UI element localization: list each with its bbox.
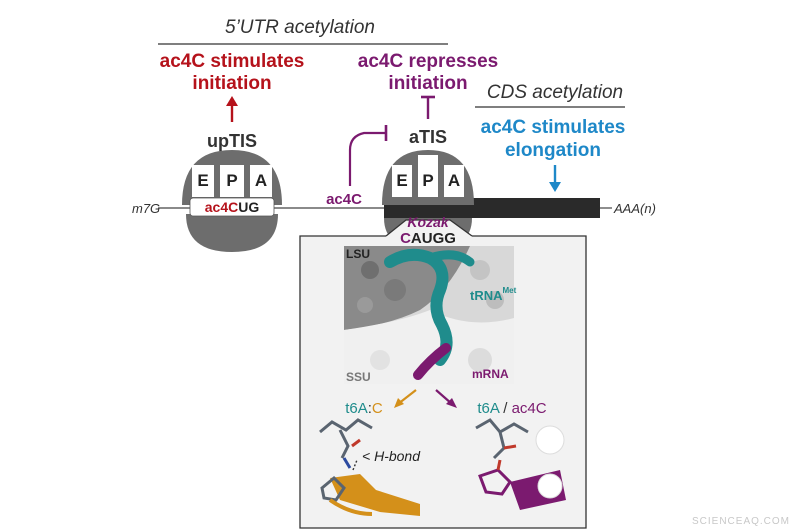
cryoem-structure-image <box>344 246 514 384</box>
annotated-site-label: aTIS <box>409 127 447 147</box>
mrna-structure-label: mRNA <box>472 367 509 381</box>
trna-label-main: tRNA <box>470 288 503 303</box>
left-split-arrow-icon <box>394 389 417 408</box>
right-pair-ac4c: ac4C <box>512 400 547 417</box>
upstream-codon-rest: UG <box>238 199 259 215</box>
kozak-sequence: CAUGG <box>400 230 456 247</box>
upstream-effect-line2: initiation <box>192 73 271 94</box>
stimulate-arrow-icon <box>226 96 238 122</box>
right-pair-sep: / <box>499 400 512 417</box>
mrna-polya-tail-label: AAA(n) <box>613 201 656 216</box>
right-pair-label: t6A / ac4C <box>477 400 546 417</box>
upstream-codon: ac4CUG <box>205 199 260 215</box>
lsu-label: LSU <box>346 247 370 261</box>
trna-label: tRNAMet <box>470 286 517 303</box>
annotated-effect-line1: ac4C represses <box>358 51 499 72</box>
mrna-cap-label: m7G <box>132 201 160 216</box>
right-pair-t6a: t6A <box>477 400 500 417</box>
left-pair-c: C <box>372 400 383 417</box>
utr-acetylation-title: 5’UTR acetylation <box>225 17 375 38</box>
annotated-ac4c-label: ac4C <box>326 191 362 208</box>
repress-bar-icon <box>421 95 435 119</box>
upstream-effect-line1: ac4C stimulates <box>160 51 305 72</box>
left-pair-label: t6A:C <box>345 400 383 417</box>
annotated-p-site: P <box>422 171 433 190</box>
right-split-arrow-icon <box>435 389 457 408</box>
annotated-a-site: A <box>448 171 460 190</box>
upstream-a-site: A <box>255 171 267 190</box>
repress-inhibition-arrow-icon <box>348 125 388 186</box>
left-molecular-model <box>319 418 420 516</box>
cds-effect-line1: ac4C stimulates <box>481 117 626 138</box>
trna-label-sup: Met <box>503 286 517 295</box>
upstream-site-label: upTIS <box>207 131 257 151</box>
elongation-arrow-icon <box>549 165 561 192</box>
left-pair-t6a: t6A <box>345 400 368 417</box>
right-molecular-model <box>475 418 566 510</box>
upstream-codon-modified: ac4C <box>205 199 238 215</box>
kozak-modified-base: C <box>400 230 411 247</box>
zoom-connector <box>385 219 473 237</box>
upstream-p-site: P <box>226 171 237 190</box>
hbond-label: < H-bond <box>362 448 421 464</box>
ssu-label: SSU <box>346 370 371 384</box>
cds-acetylation-title: CDS acetylation <box>487 82 623 103</box>
kozak-label: Kozak <box>407 214 449 230</box>
upstream-e-site: E <box>197 171 208 190</box>
cds-effect-line2: elongation <box>505 140 601 161</box>
annotated-effect-line2: initiation <box>388 73 467 94</box>
watermark: SCIENCEAQ.COM <box>692 516 790 527</box>
left-pair-sep: : <box>368 400 372 417</box>
upstream-ribosome <box>182 150 282 252</box>
annotated-e-site: E <box>396 171 407 190</box>
kozak-sequence-rest: AUGG <box>411 230 456 247</box>
